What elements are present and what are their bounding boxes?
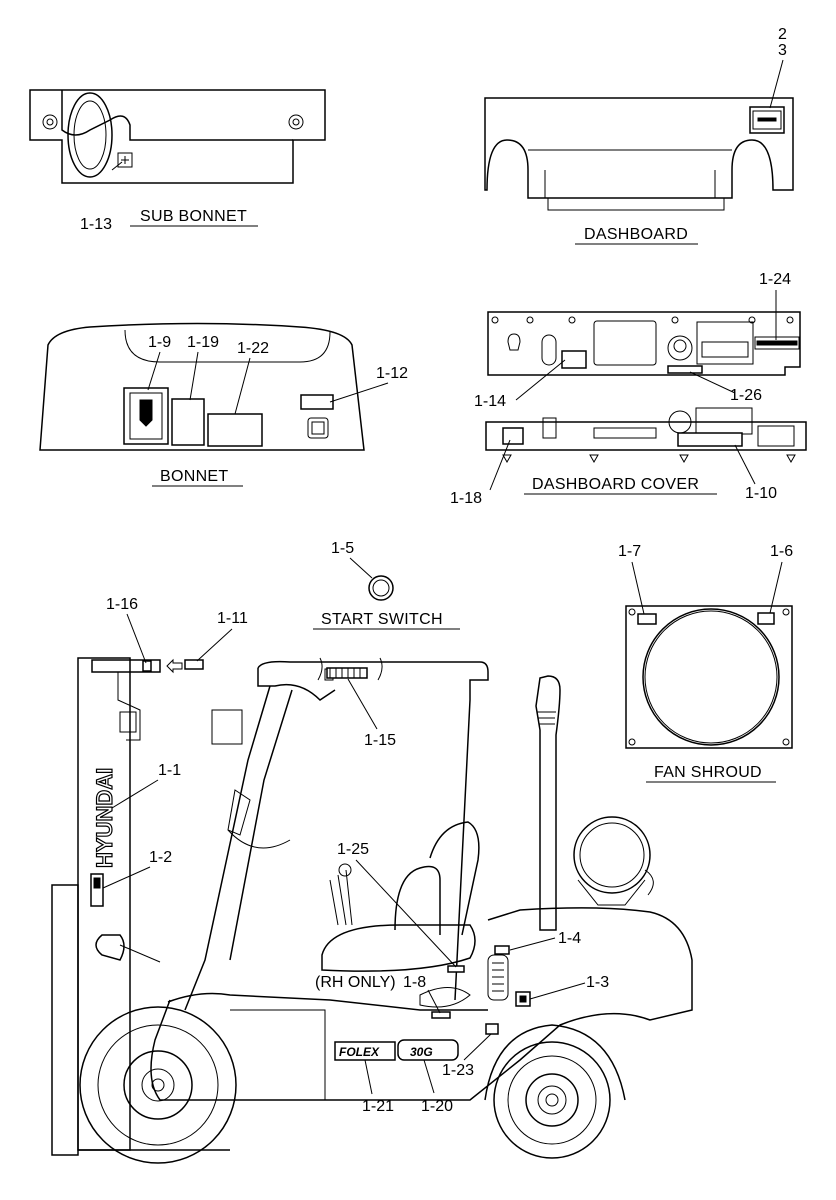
callout-1-9: 1-9 — [148, 334, 171, 351]
callout-1-20: 1-20 — [421, 1098, 453, 1115]
callout-1-25: 1-25 — [337, 841, 369, 858]
dashboard-cover-drawing — [485, 311, 807, 464]
callout-1-13: 1-13 — [80, 216, 112, 233]
callout-1-16: 1-16 — [106, 596, 138, 613]
start-switch-drawing — [368, 575, 394, 601]
start-switch-title: START SWITCH — [321, 611, 443, 628]
sub-bonnet-drawing — [29, 89, 326, 184]
callout-1-23: 1-23 — [442, 1062, 474, 1079]
callout-1-8: 1-8 — [403, 974, 426, 991]
callout-1-11: 1-11 — [217, 610, 248, 627]
callout-1-3: 1-3 — [586, 974, 609, 991]
callout-1-7: 1-7 — [618, 543, 641, 560]
dashboard-drawing — [484, 97, 794, 211]
fan-shroud-title: FAN SHROUD — [654, 764, 762, 781]
dashboard-title: DASHBOARD — [584, 226, 688, 243]
dashboard-cover-title: DASHBOARD COVER — [532, 476, 699, 493]
callout-1-14: 1-14 — [474, 393, 506, 410]
callout-1-5: 1-5 — [331, 540, 354, 557]
callout-1-12: 1-12 — [376, 365, 408, 382]
callout-1-4: 1-4 — [558, 930, 581, 947]
callout-1-19: 1-19 — [187, 334, 219, 351]
callout-1-2: 1-2 — [149, 849, 172, 866]
bonnet-drawing — [39, 322, 365, 451]
callout-3: 3 — [778, 42, 787, 59]
callout-1-22: 1-22 — [237, 340, 269, 357]
rh-only-note: (RH ONLY) — [315, 974, 396, 991]
callout-2: 2 — [778, 26, 787, 43]
callout-1-10: 1-10 — [745, 485, 777, 502]
capacity-logo-decal: 30G — [410, 1045, 433, 1059]
callout-1-15: 1-15 — [364, 732, 396, 749]
mast-brand-decal: HYUNDAI — [92, 768, 117, 868]
callout-1-21: 1-21 — [362, 1098, 394, 1115]
callout-1-18: 1-18 — [450, 490, 482, 507]
callout-1-26: 1-26 — [730, 387, 762, 404]
forklift-drawing: FOLEX 30G — [51, 657, 693, 1164]
sub-bonnet-title: SUB BONNET — [140, 208, 247, 225]
fan-shroud-drawing — [625, 605, 793, 749]
callout-1-1: 1-1 — [158, 762, 181, 779]
callout-1-24: 1-24 — [759, 271, 791, 288]
model-logo-decal: FOLEX — [339, 1045, 380, 1059]
callout-1-6: 1-6 — [770, 543, 793, 560]
bonnet-title: BONNET — [160, 468, 228, 485]
